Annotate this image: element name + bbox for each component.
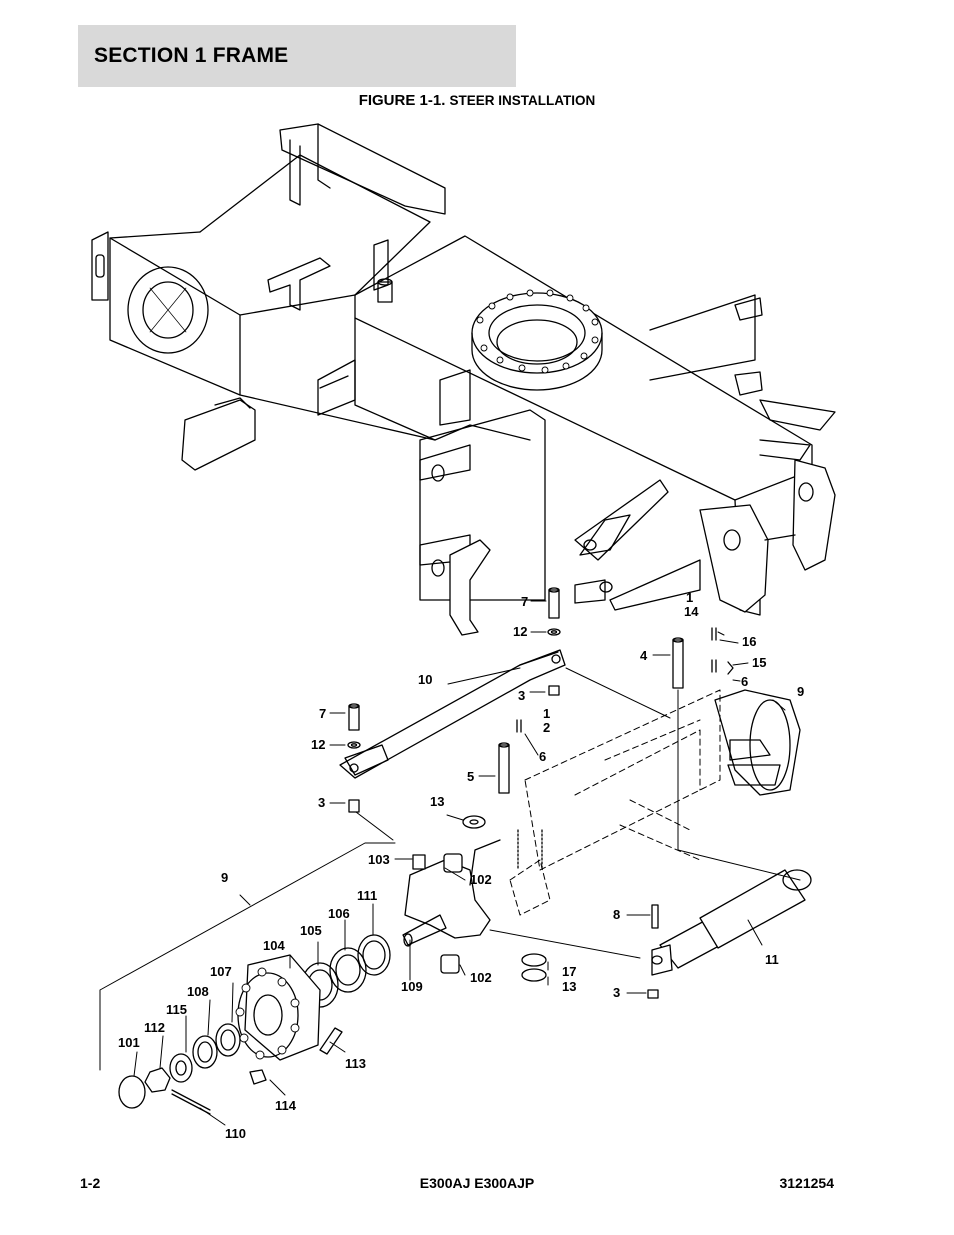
page-number: 1-2 (80, 1175, 101, 1191)
callout-115: 115 (166, 1002, 187, 1017)
callout-112: 112 (144, 1020, 165, 1035)
callout-109: 109 (401, 979, 423, 994)
callout-13: 13 (562, 979, 576, 994)
figure-label: FIGURE 1-1. (358, 92, 446, 109)
callout-105: 105 (300, 923, 322, 938)
section-title: SECTION 1 FRAME (94, 44, 289, 67)
callout-108: 108 (187, 984, 209, 999)
callout-14: 14 (684, 604, 699, 619)
callout-104: 104 (263, 938, 285, 953)
callout-110: 110 (225, 1126, 246, 1141)
callout-6: 6 (539, 749, 546, 764)
callout-labels: 1 14 7 12 16 4 15 6 9 10 3 7 1 2 12 6 5 … (118, 590, 804, 1141)
callout-7: 7 (319, 706, 326, 721)
callout-4: 4 (640, 648, 648, 663)
callout-11: 11 (765, 952, 779, 967)
document-number: 3121254 (779, 1175, 834, 1191)
callout-113: 113 (345, 1056, 366, 1071)
callout-111: 111 (357, 888, 377, 903)
callout-114: 114 (275, 1098, 297, 1113)
frame-drawing (91, 123, 836, 636)
callout-106: 106 (328, 906, 350, 921)
model-number: E300AJ E300AJP (419, 1175, 535, 1191)
callout-9: 9 (797, 684, 804, 699)
section-header: SECTION 1 FRAME (78, 25, 516, 87)
callout-102: 102 (470, 970, 492, 985)
callout-102: 102 (470, 872, 492, 887)
callout-16: 16 (742, 634, 756, 649)
callout-8: 8 (613, 907, 620, 922)
callout-12: 12 (311, 737, 325, 752)
callout-3: 3 (613, 985, 620, 1000)
callout-15: 15 (752, 655, 766, 670)
figure-title: FIGURE 1-1. STEER INSTALLATION (0, 92, 954, 109)
callout-10: 10 (418, 672, 432, 687)
callout-2: 2 (543, 720, 550, 735)
callout-107: 107 (210, 964, 232, 979)
callout-13: 13 (430, 794, 444, 809)
callout-1: 1 (543, 706, 550, 721)
callout-3: 3 (518, 688, 525, 703)
callout-9: 9 (221, 870, 228, 885)
callout-7: 7 (521, 594, 528, 609)
callout-101: 101 (118, 1035, 140, 1050)
figure-name: STEER INSTALLATION (449, 93, 596, 108)
callout-3: 3 (318, 795, 325, 810)
callout-6: 6 (741, 674, 748, 689)
callout-17: 17 (562, 964, 576, 979)
callout-103: 103 (368, 852, 390, 867)
callout-12: 12 (513, 624, 527, 639)
linkage-drawing (99, 587, 812, 1126)
callout-5: 5 (467, 769, 474, 784)
callout-1: 1 (686, 590, 693, 605)
